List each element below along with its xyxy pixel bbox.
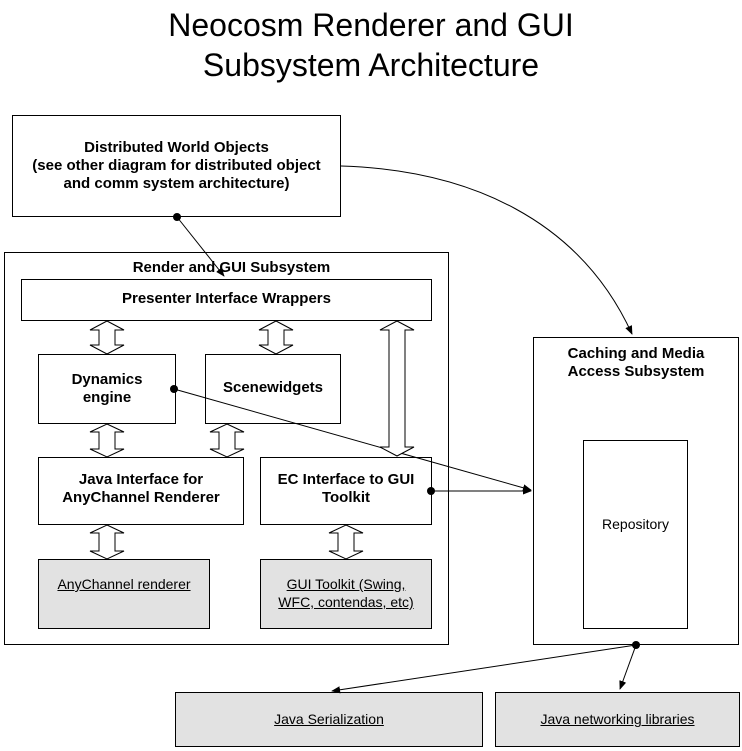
- render-gui-subsystem-label: Render and GUI Subsystem: [132, 259, 331, 276]
- anychannel-renderer-label: AnyChannel renderer: [57, 576, 191, 592]
- java-networking-libraries-box: [495, 692, 740, 747]
- double-arrow-presenter-dynamics: [89, 320, 125, 355]
- double-arrow-java-interface-anychannel: [89, 524, 125, 560]
- arrow-world-objects-to-caching: [340, 165, 633, 335]
- ec-interface-gui-toolkit-box: [260, 457, 432, 525]
- arrows-caching-to-java-libs: [331, 641, 640, 694]
- diagram-title-line-1: Neocosm Renderer and GUI: [168, 7, 574, 43]
- double-arrow-presenter-ec-interface: [379, 320, 415, 457]
- double-arrow-presenter-scenewidgets: [258, 320, 294, 355]
- double-arrows: [89, 320, 415, 560]
- diagram-title-line-2: Subsystem Architecture: [202, 47, 540, 83]
- java-serialization-box: [175, 692, 483, 747]
- distributed-world-objects-label: Distributed World Objects (see other dia…: [32, 139, 321, 192]
- arrow-ec-interface-to-caching: [427, 487, 532, 495]
- repository-box: [583, 440, 688, 629]
- double-arrow-dynamics-java-interface: [89, 423, 125, 458]
- presenter-interface-wrappers-box: [21, 279, 432, 321]
- double-arrow-scenewidgets-java-interface: [209, 423, 245, 458]
- arrow-world-objects-to-presenter: [173, 213, 225, 277]
- dynamics-engine-label: Dynamics engine: [71, 371, 143, 406]
- presenter-interface-wrappers-label: Presenter Interface Wrappers: [122, 290, 331, 307]
- java-networking-libraries-label: Java networking libraries: [540, 711, 695, 727]
- repository-label: Repository: [602, 516, 669, 532]
- scenewidgets-label: Scenewidgets: [222, 379, 324, 396]
- anychannel-renderer-box: [38, 559, 210, 629]
- java-interface-anychannel-label: Java Interface for AnyChannel Renderer: [62, 471, 220, 506]
- caching-media-access-label: Caching and Media Access Subsystem: [567, 345, 705, 380]
- distributed-world-objects-box: [12, 115, 341, 217]
- scenewidgets-box: [205, 354, 341, 424]
- java-serialization-label: Java Serialization: [274, 711, 384, 727]
- gui-toolkit-label: GUI Toolkit (Swing, WFC, contendas, etc): [278, 576, 414, 610]
- double-arrow-ec-interface-gui-toolkit: [328, 524, 364, 560]
- java-interface-anychannel-box: [38, 457, 244, 525]
- arrow-dynamics-to-caching: [170, 385, 532, 492]
- gui-toolkit-box: [260, 559, 432, 629]
- ec-interface-gui-toolkit-label: EC Interface to GUI Toolkit: [277, 471, 415, 506]
